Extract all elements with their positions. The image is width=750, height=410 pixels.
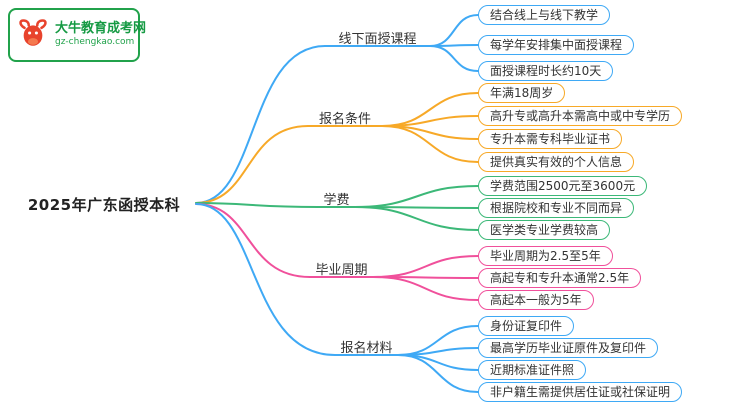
leaf-node: 根据院校和专业不同而异: [478, 198, 635, 218]
branch-node-offline-courses: 线下面授课程: [338, 32, 417, 47]
branch-node-tuition: 学费: [323, 193, 350, 208]
leaf-node: 提供真实有效的个人信息: [478, 152, 635, 172]
connector: [372, 255, 479, 278]
leaf-node: 高升专或高升本需高中或中专学历: [478, 106, 683, 126]
logo-url: gz-chengkao.com: [55, 37, 135, 48]
connector: [397, 354, 479, 371]
connector: [397, 347, 479, 356]
leaf-node: 毕业周期为2.5至5年: [478, 246, 613, 266]
connector: [195, 202, 319, 208]
leaf-node: 医学类专业学费较高: [478, 220, 611, 240]
connector: [195, 203, 311, 278]
connector: [381, 125, 479, 163]
leaf-node: 近期标准证件照: [478, 360, 587, 380]
branch-node-requirements: 报名条件: [318, 112, 371, 127]
leaf-node: 年满18周岁: [478, 83, 566, 103]
leaf-node: 身份证复印件: [478, 316, 575, 336]
leaf-node: 面授课程时长约10天: [478, 61, 614, 81]
branch-node-graduation-period: 毕业周期: [315, 263, 368, 278]
connector: [195, 125, 309, 204]
connector: [429, 14, 479, 47]
leaf-node: 最高学历毕业证原件及复印件: [478, 338, 659, 358]
leaf-node: 高起本一般为5年: [478, 290, 594, 310]
root-node: 2025年广东函授本科: [27, 196, 181, 214]
logo-title: 大牛教育成考网: [55, 21, 147, 37]
leaf-node: 每学年安排集中面授课程: [478, 35, 635, 55]
connector: [354, 206, 479, 231]
branch-node-materials: 报名材料: [340, 341, 393, 356]
leaf-node: 学费范围2500元至3600元: [478, 176, 648, 196]
connector: [354, 185, 479, 208]
bull-logo-icon: [16, 16, 50, 54]
connector: [429, 45, 479, 72]
connector: [195, 45, 326, 204]
leaf-node: 结合线上与线下教学: [478, 5, 611, 25]
leaf-node: 非户籍生需提供居住证或社保证明: [478, 382, 683, 402]
connector: [195, 203, 336, 356]
leaf-node: 高起专和专升本通常2.5年: [478, 268, 642, 288]
leaf-node: 专升本需专科毕业证书: [478, 129, 623, 149]
site-logo: 大牛教育成考网 gz-chengkao.com: [8, 8, 146, 62]
connector: [397, 354, 479, 393]
connector: [372, 276, 479, 301]
